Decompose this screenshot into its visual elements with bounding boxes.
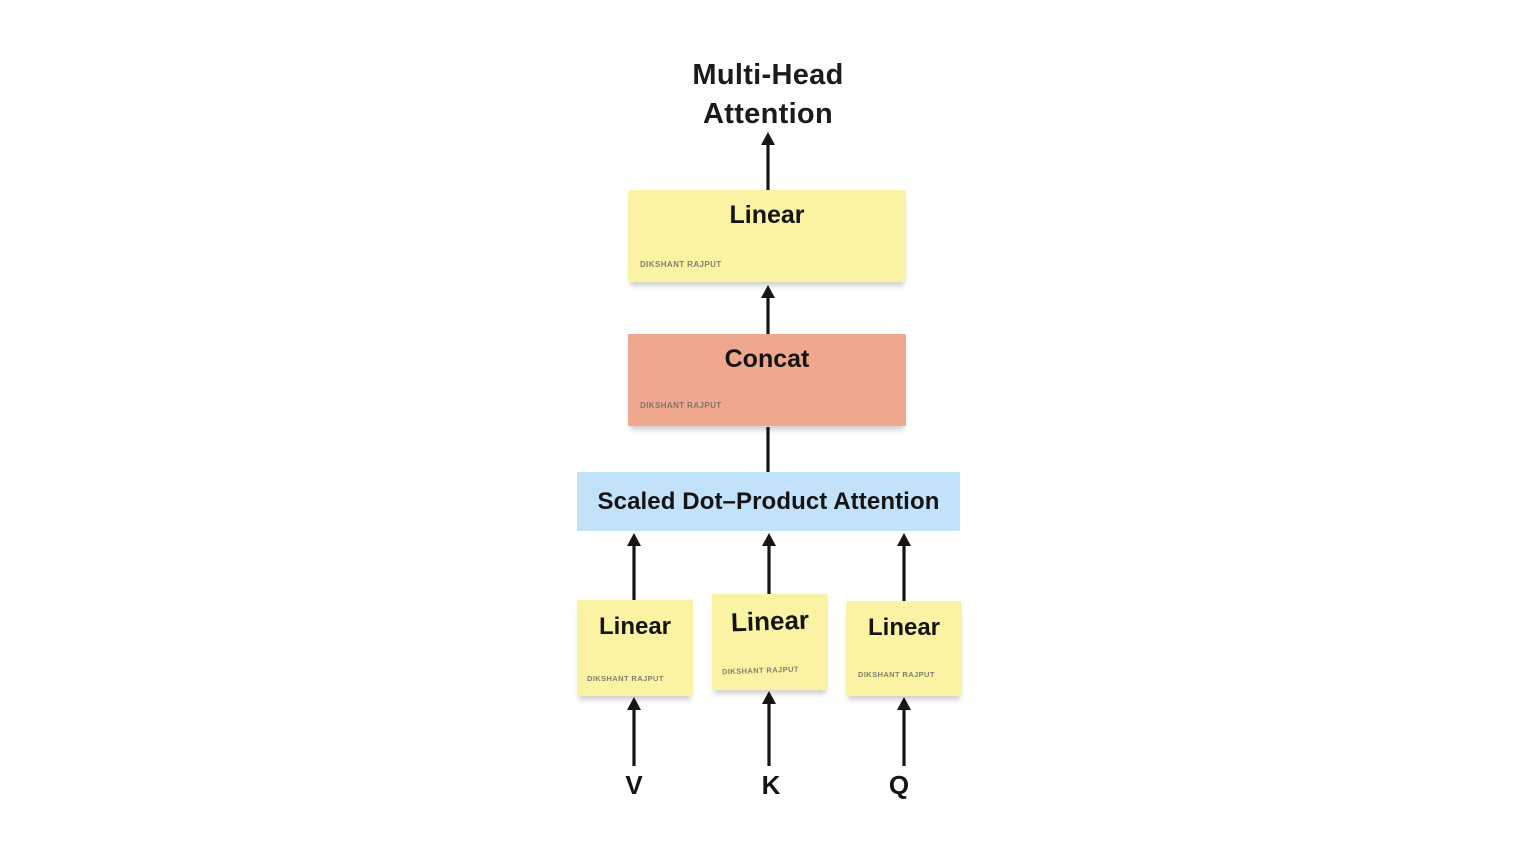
arrow-concat-to-linear-out xyxy=(761,285,775,334)
concat-label: Concat xyxy=(724,345,810,373)
input-label-v: V xyxy=(625,770,643,800)
arrow-input-k-to-linear-k xyxy=(762,691,776,766)
scaled-dot-product-attention-label: Scaled Dot–Product Attention xyxy=(597,487,940,515)
input-label-q: Q xyxy=(888,770,910,800)
watermark-text: DIKSHANT RAJPUT xyxy=(640,260,722,269)
arrow-linear-q-to-attention xyxy=(897,533,911,601)
watermark-text: DIKSHANT RAJPUT xyxy=(587,674,664,683)
linear-output-label: Linear xyxy=(729,201,805,229)
concat-box: Concat DIKSHANT RAJPUT xyxy=(628,334,906,426)
linear-k-label: Linear xyxy=(730,604,810,638)
arrow-linear-v-to-attention xyxy=(627,533,641,600)
linear-q-box: Linear DIKSHANT RAJPUT xyxy=(846,601,962,696)
diagram-title-line1: Multi-Head xyxy=(692,59,844,91)
diagram-title: Multi-Head Attention xyxy=(618,56,918,134)
arrow-linear-out-to-title xyxy=(761,132,775,190)
linear-output-box: Linear DIKSHANT RAJPUT xyxy=(628,190,906,282)
linear-v-label: Linear xyxy=(598,613,672,640)
scaled-dot-product-attention-box: Scaled Dot–Product Attention xyxy=(577,472,960,531)
arrow-input-q-to-linear-q xyxy=(897,697,911,766)
arrow-linear-k-to-attention xyxy=(762,533,776,595)
input-label-k: K xyxy=(761,770,781,800)
diagram-title-line2: Attention xyxy=(703,98,833,130)
watermark-text: DIKSHANT RAJPUT xyxy=(721,664,799,677)
watermark-text: DIKSHANT RAJPUT xyxy=(858,670,935,679)
linear-v-box: Linear DIKSHANT RAJPUT xyxy=(577,600,693,696)
linear-k-box: Linear DIKSHANT RAJPUT xyxy=(712,594,828,690)
linear-q-label: Linear xyxy=(867,614,941,641)
watermark-text: DIKSHANT RAJPUT xyxy=(640,401,722,410)
arrow-input-v-to-linear-v xyxy=(627,697,641,766)
